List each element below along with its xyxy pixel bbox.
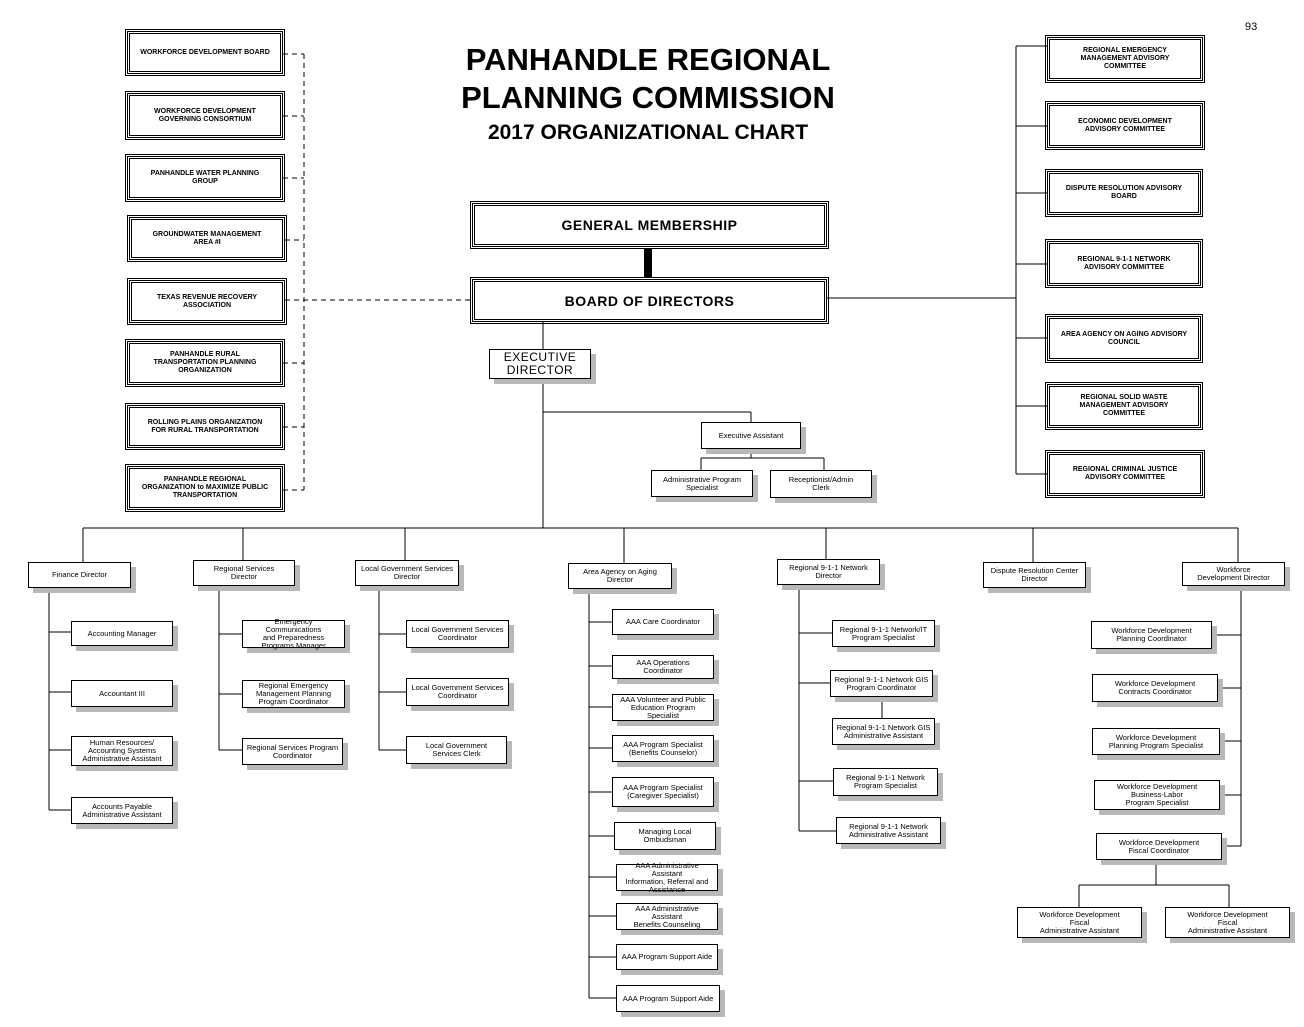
workforce-staff-box: Workforce Development Fiscal Coordinator: [1096, 833, 1222, 860]
911-director-box: Regional 9-1-1 Network Director: [777, 559, 880, 585]
911-staff-box: Regional 9-1-1 Network GIS Program Coord…: [830, 670, 933, 697]
finance-director-box: Finance Director: [28, 562, 131, 588]
aaa-director-box: Area Agency on Aging Director: [568, 563, 672, 589]
local-government-director-box: Local Government Services Director: [355, 560, 459, 586]
regional-services-staff-box: Regional Services Program Coordinator: [242, 738, 343, 765]
aaa-staff-box: AAA Administrative Assistant Information…: [616, 861, 718, 893]
finance-staff-box: Accounting Manager: [71, 621, 173, 646]
911-staff-box: Regional 9-1-1 Network GIS Administrativ…: [832, 718, 935, 745]
finance-staff-box: Accounts Payable Administrative Assistan…: [71, 797, 173, 824]
aaa-staff-box: AAA Volunteer and Public Education Progr…: [612, 694, 714, 721]
page-number: 93: [1245, 21, 1258, 33]
workforce-staff-box: Workforce Development Planning Program S…: [1092, 728, 1220, 755]
right-committee-box: DISPUTE RESOLUTION ADVISORY BOARD: [1045, 169, 1203, 217]
workforce-director-box: Workforce Development Director: [1182, 562, 1285, 586]
regional-services-staff-box: Regional Emergency Management Planning P…: [242, 680, 345, 708]
workforce-staff-box: Workforce Development Planning Coordinat…: [1091, 621, 1212, 649]
general-membership-box: GENERAL MEMBERSHIP: [470, 201, 829, 249]
aaa-staff-box: Managing Local Ombudsman: [614, 822, 716, 850]
aaa-staff-box: AAA Program Support Aide: [616, 985, 720, 1012]
regional-services-director-box: Regional Services Director: [193, 560, 295, 586]
executive-assistant-box: Executive Assistant: [701, 422, 801, 449]
finance-staff-box: Accountant III: [71, 680, 173, 707]
executive-director-box: EXECUTIVE DIRECTOR: [489, 349, 591, 379]
left-group-box: PANHANDLE REGIONAL ORGANIZATION to MAXIM…: [125, 464, 285, 512]
board-of-directors-box: BOARD OF DIRECTORS: [470, 277, 829, 324]
left-group-box: WORKFORCE DEVELOPMENT BOARD: [125, 29, 285, 76]
left-group-box: TEXAS REVENUE RECOVERY ASSOCIATION: [127, 278, 287, 325]
workforce-fiscal-assistant-box: Workforce Development Fiscal Administrat…: [1017, 907, 1142, 938]
dispute-resolution-director-box: Dispute Resolution Center Director: [983, 562, 1086, 588]
workforce-staff-box: Workforce Development Business-Labor Pro…: [1094, 780, 1220, 810]
911-staff-box: Regional 9-1-1 Network/IT Program Specia…: [832, 620, 935, 647]
page-title-line3: 2017 ORGANIZATIONAL CHART: [487, 121, 809, 144]
right-committee-box: REGIONAL SOLID WASTE MANAGEMENT ADVISORY…: [1045, 382, 1203, 430]
left-group-box: PANHANDLE WATER PLANNING GROUP: [125, 154, 285, 202]
page-title-line2: PLANNING COMMISSION: [461, 80, 835, 115]
left-group-box: PANHANDLE RURAL TRANSPORTATION PLANNING …: [125, 339, 285, 387]
page-title-line1: PANHANDLE REGIONAL: [465, 42, 831, 77]
local-government-staff-box: Local Government Services Clerk: [406, 736, 507, 764]
aaa-staff-box: AAA Program Specialist (Benefits Counsel…: [612, 735, 714, 762]
right-committee-box: AREA AGENCY ON AGING ADVISORY COUNCIL: [1045, 314, 1203, 363]
workforce-fiscal-assistant-box: Workforce Development Fiscal Administrat…: [1165, 907, 1290, 938]
right-committee-box: REGIONAL 9-1-1 NETWORK ADVISORY COMMITTE…: [1045, 239, 1203, 288]
finance-staff-box: Human Resources/ Accounting Systems Admi…: [71, 736, 173, 766]
right-committee-box: REGIONAL EMERGENCY MANAGEMENT ADVISORY C…: [1045, 35, 1205, 83]
aaa-staff-box: AAA Program Support Aide: [616, 944, 718, 970]
left-group-box: GROUNDWATER MANAGEMENT AREA #I: [127, 215, 287, 262]
aaa-staff-box: AAA Care Coordinator: [612, 609, 714, 635]
right-committee-box: REGIONAL CRIMINAL JUSTICE ADVISORY COMMI…: [1045, 450, 1205, 498]
left-group-box: WORKFORCE DEVELOPMENT GOVERNING CONSORTI…: [125, 91, 285, 140]
receptionist-box: Receptionist/Admin Clerk: [770, 470, 872, 498]
admin-program-specialist-box: Administrative Program Specialist: [651, 470, 753, 497]
workforce-staff-box: Workforce Development Contracts Coordina…: [1092, 674, 1218, 702]
right-committee-box: ECONOMIC DEVELOPMENT ADVISORY COMMITTEE: [1045, 101, 1205, 150]
aaa-staff-box: AAA Administrative Assistant Benefits Co…: [616, 903, 718, 930]
911-staff-box: Regional 9-1-1 Network Administrative As…: [836, 817, 941, 844]
local-government-staff-box: Local Government Services Coordinator: [406, 620, 509, 648]
regional-services-staff-box: Emergency Communications and Preparednes…: [242, 618, 345, 650]
aaa-staff-box: AAA Operations Coordinator: [612, 655, 714, 679]
local-government-staff-box: Local Government Services Coordinator: [406, 678, 509, 706]
aaa-staff-box: AAA Program Specialist (Caregiver Specia…: [612, 777, 714, 807]
left-group-box: ROLLING PLAINS ORGANIZATION FOR RURAL TR…: [125, 403, 285, 450]
911-staff-box: Regional 9-1-1 Network Program Specialis…: [833, 768, 938, 796]
